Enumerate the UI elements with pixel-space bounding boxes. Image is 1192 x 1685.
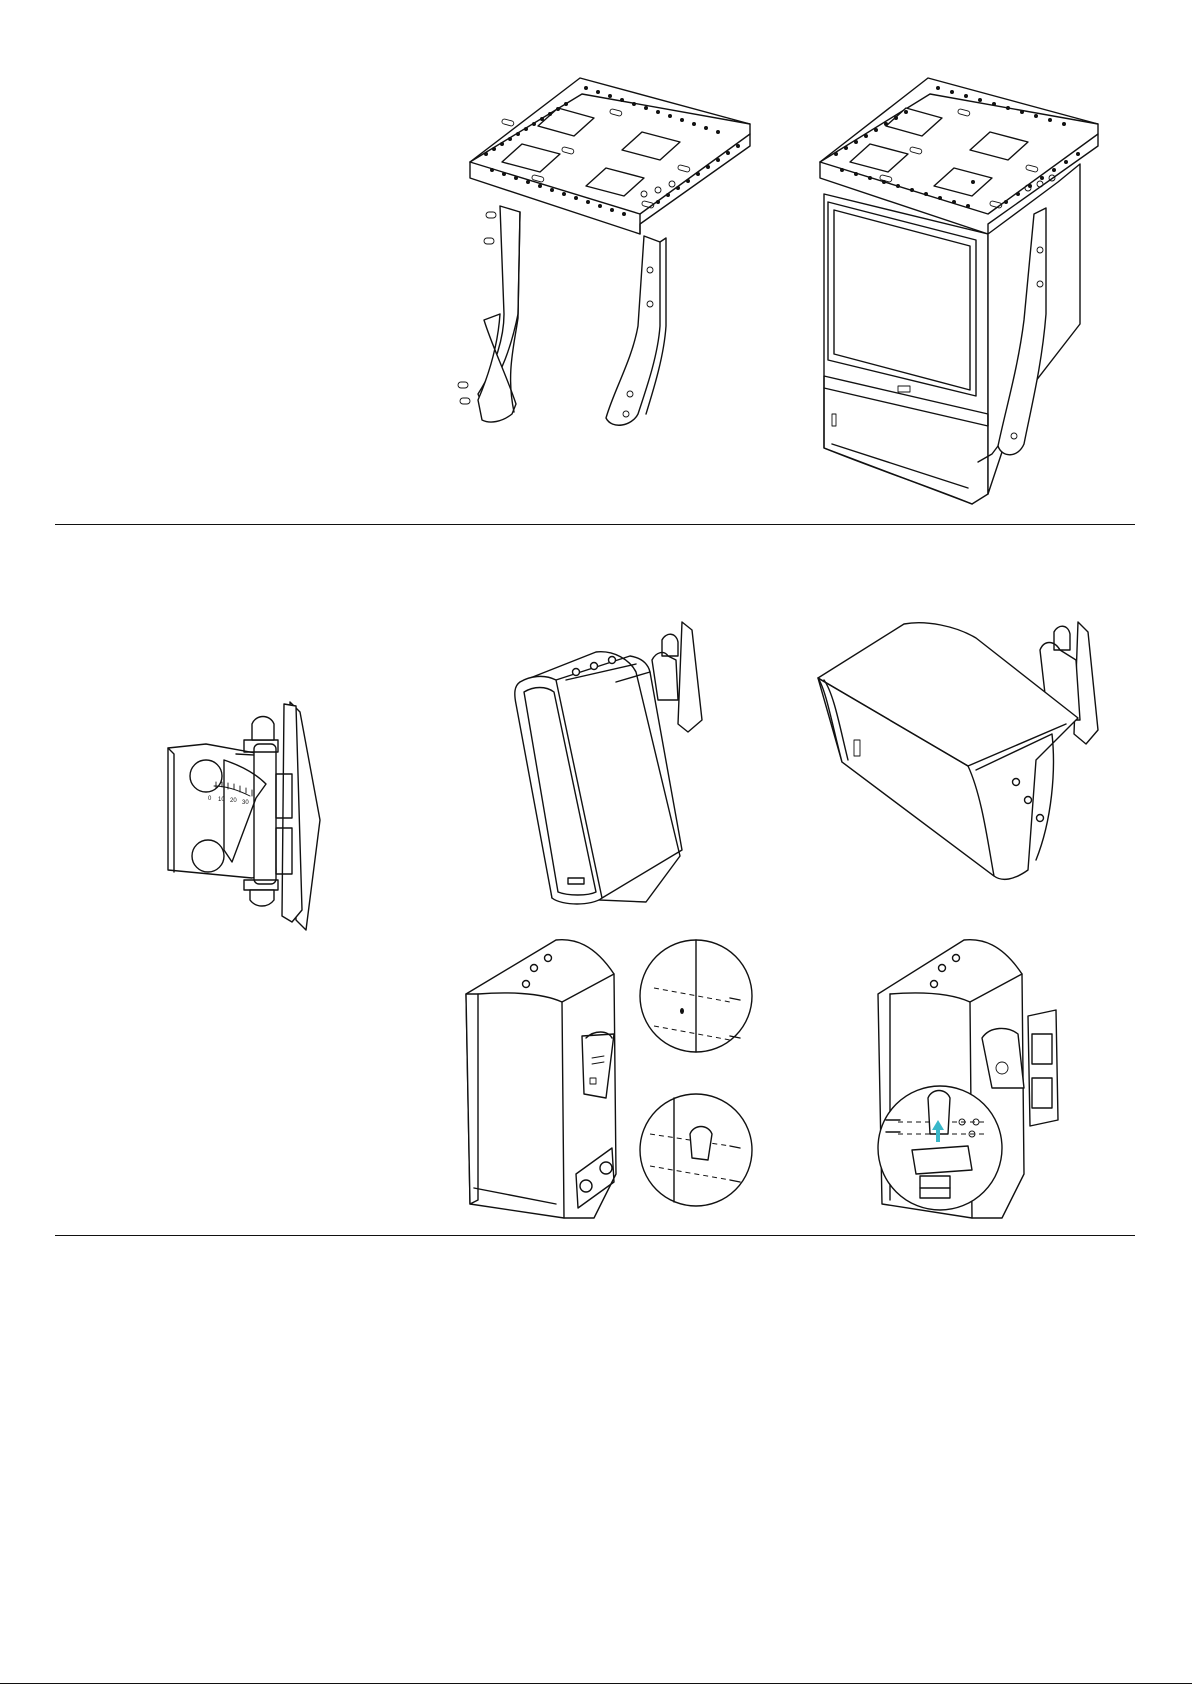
wall-bracket-illustration: 0 10 20 30: [166, 700, 326, 930]
speaker-wall-mounted-vertical-illustration: [512, 620, 712, 910]
section-divider-2: [55, 1235, 1135, 1236]
scale-tick-10: 10: [218, 797, 225, 803]
scale-tick-20: 20: [230, 798, 237, 804]
speaker-wall-mounted-tilted-illustration: [816, 620, 1106, 880]
scale-tick-30: 30: [242, 800, 249, 806]
u-bracket-illustration: [462, 74, 762, 494]
page-bottom-edge: [0, 1683, 1192, 1684]
speaker-rear-assembled-bracket-illustration: [872, 938, 1112, 1220]
speaker-rear-attach-bracket-illustration: [464, 938, 764, 1220]
section-divider-1: [55, 524, 1135, 525]
speaker-with-u-bracket-illustration: [818, 74, 1108, 504]
